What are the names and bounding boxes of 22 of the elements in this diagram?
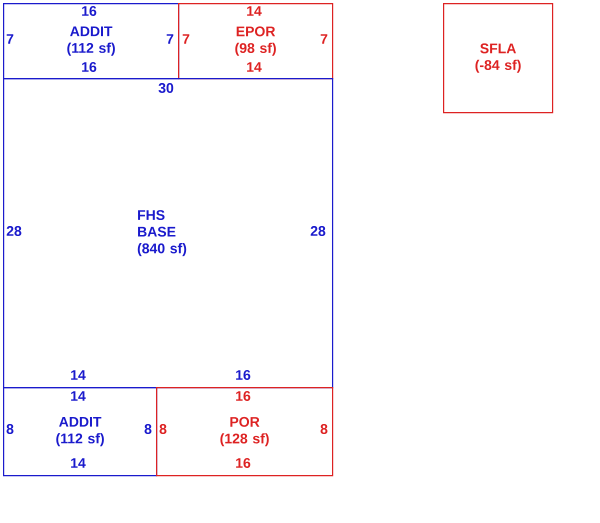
dimension-label: 7 <box>166 34 174 44</box>
dimension-label: 8 <box>144 424 152 434</box>
dimension-label: 8 <box>320 424 328 434</box>
room-area: SFLA (-84 sf) <box>443 2 554 114</box>
dimension-label: 16 <box>82 6 96 16</box>
dimension-label: 16 <box>236 370 250 380</box>
dimension-label: 7 <box>320 34 328 44</box>
dimension-label: 7 <box>182 34 190 44</box>
dimension-label: 7 <box>6 34 14 44</box>
dimension-label: 16 <box>236 391 250 401</box>
dimension-label: 28 <box>6 226 22 236</box>
dimension-label: 14 <box>71 370 86 380</box>
dimension-label: 14 <box>71 391 86 401</box>
dimension-label: 14 <box>247 6 262 16</box>
dimension-label: 8 <box>6 424 14 434</box>
dimension-label: 28 <box>310 226 326 236</box>
dimension-label: 8 <box>160 424 166 434</box>
dimension-label: 30 <box>158 83 174 93</box>
dimension-label: 16 <box>82 62 96 72</box>
dimension-label: 14 <box>71 458 86 468</box>
dimension-label: 16 <box>236 458 250 468</box>
dimension-label: 14 <box>247 62 262 72</box>
